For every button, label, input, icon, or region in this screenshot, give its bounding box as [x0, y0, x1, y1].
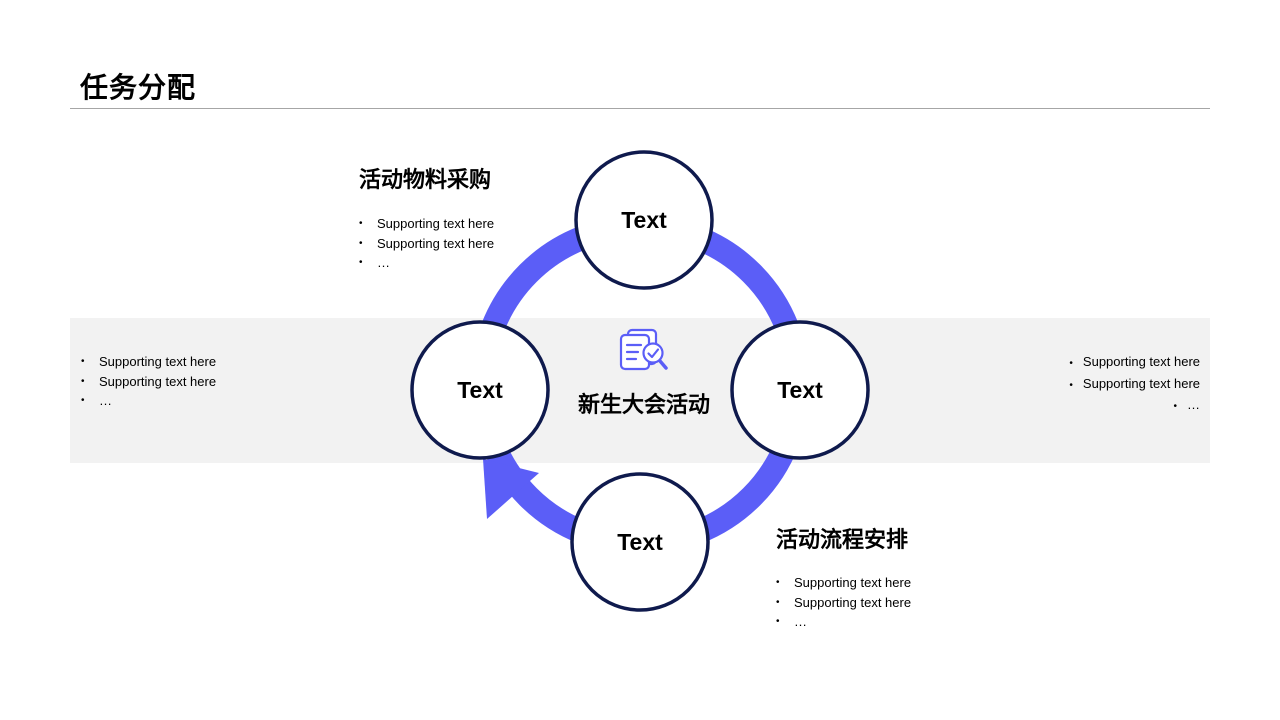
node-top-circle	[574, 150, 714, 290]
section-bottom-title: 活动流程安排	[776, 527, 909, 552]
node-right-label: Text	[777, 377, 823, 403]
page-title: 任务分配	[80, 72, 197, 103]
clipboard-check-icon	[619, 328, 668, 371]
bullet-item: Supporting text here	[1069, 352, 1200, 374]
bullet-item: Supporting text here	[776, 573, 911, 593]
bullet-item: Supporting text here	[359, 214, 494, 234]
node-left-label: Text	[457, 377, 503, 403]
section-right-bullets: Supporting text here Supporting text her…	[1069, 352, 1200, 417]
section-left-bullets: Supporting text here Supporting text her…	[81, 352, 216, 411]
node-top: Text	[574, 150, 714, 290]
cycle-arrow-head	[483, 459, 539, 519]
bullet-item: …	[776, 612, 911, 632]
node-right-circle	[730, 320, 870, 460]
node-top-label: Text	[621, 207, 667, 233]
bullet-item: Supporting text here	[1069, 374, 1200, 396]
section-top-bullets: Supporting text here Supporting text her…	[359, 214, 494, 273]
bullet-item: …	[359, 253, 494, 273]
bullet-item: Supporting text here	[81, 352, 216, 372]
node-left-circle	[410, 320, 550, 460]
node-bottom-label: Text	[617, 529, 663, 555]
node-bottom: Text	[570, 472, 710, 612]
bullet-item: Supporting text here	[81, 372, 216, 392]
section-top-title: 活动物料采购	[359, 167, 492, 192]
node-left: Text	[410, 320, 550, 460]
section-bottom-bullets: Supporting text here Supporting text her…	[776, 573, 911, 632]
bullet-item: …	[81, 391, 216, 411]
bullet-item: Supporting text here	[776, 593, 911, 613]
bullet-item: Supporting text here	[359, 234, 494, 254]
node-right: Text	[730, 320, 870, 460]
bullet-item: …	[1069, 395, 1200, 417]
center-label: 新生大会活动	[578, 392, 710, 418]
node-bottom-circle	[570, 472, 710, 612]
title-divider	[70, 108, 1210, 109]
